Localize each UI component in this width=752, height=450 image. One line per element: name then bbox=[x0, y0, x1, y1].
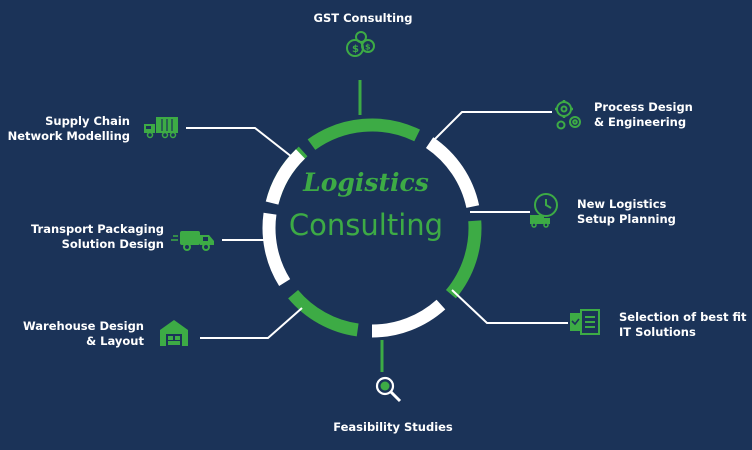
label-new-logistics: New Logistics Setup Planning bbox=[577, 197, 676, 226]
delivery-truck-icon bbox=[171, 231, 214, 251]
connector-supply bbox=[186, 127, 293, 158]
clock-truck-icon bbox=[530, 193, 558, 228]
svg-text:$: $ bbox=[365, 43, 371, 52]
money-bag-icon: $ $ bbox=[346, 31, 375, 57]
svg-text:$: $ bbox=[352, 44, 359, 55]
center-title-logistics: Logistics bbox=[303, 168, 429, 197]
label-gst-consulting: GST Consulting bbox=[313, 11, 413, 25]
label-supply-chain: Supply Chain Network Modelling bbox=[7, 114, 130, 143]
label-warehouse-design: Warehouse Design & Layout bbox=[23, 319, 144, 348]
ring-segment-2 bbox=[425, 137, 480, 209]
ring-segment-3 bbox=[445, 220, 482, 299]
connector-lines bbox=[186, 80, 568, 372]
connector-it bbox=[451, 289, 568, 324]
center-title-consulting: Consulting bbox=[288, 208, 444, 242]
center-ring bbox=[262, 118, 482, 338]
label-feasibility-studies: Feasibility Studies bbox=[333, 420, 453, 434]
ring-segment-6 bbox=[262, 212, 291, 287]
label-process-design: Process Design & Engineering bbox=[594, 100, 693, 129]
magnifier-icon bbox=[375, 376, 402, 403]
ring-segment-8 bbox=[265, 149, 306, 205]
ring-segment-1 bbox=[307, 118, 420, 151]
connector-process bbox=[431, 111, 552, 143]
container-truck-icon bbox=[144, 117, 178, 139]
label-transport-packaging: Transport Packaging Solution Design bbox=[30, 222, 164, 251]
label-it-solutions: Selection of best fit IT Solutions bbox=[619, 310, 747, 339]
gears-icon bbox=[555, 100, 581, 130]
connector-warehouse bbox=[200, 307, 303, 339]
ring-segment-5 bbox=[288, 289, 359, 337]
checklist-icon bbox=[570, 309, 600, 335]
ring-segment-4 bbox=[371, 299, 446, 338]
warehouse-icon bbox=[160, 320, 188, 346]
